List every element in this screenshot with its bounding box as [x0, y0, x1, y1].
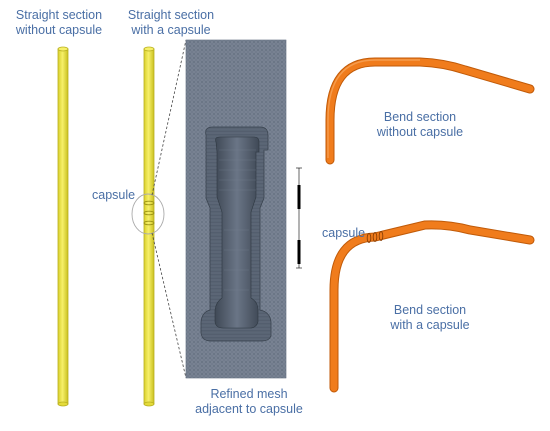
label-line: Bend section: [383, 110, 457, 124]
capsule-rings: [143, 200, 155, 226]
label-capsule-left: capsule: [92, 188, 136, 202]
mesh-panel: [185, 39, 287, 379]
capsule-highlight-circle: [131, 193, 165, 235]
label-line: Refined mesh: [210, 387, 288, 401]
zoom-lines: [151, 39, 187, 379]
label-straight-without-capsule: Straight section without capsule: [4, 8, 114, 38]
label-capsule-right: capsule: [322, 226, 366, 240]
label-refined-mesh: Refined mesh adjacent to capsule: [186, 387, 312, 417]
label-line: without capsule: [376, 125, 464, 139]
label-bend-with-capsule: Bend section with a capsule: [370, 303, 490, 333]
straight-pipe-no-capsule: [57, 46, 69, 407]
label-line: adjacent to capsule: [195, 402, 303, 416]
bend-pipe-no-capsule: [325, 57, 535, 165]
label-line: with a capsule: [131, 23, 211, 37]
label-line: without capsule: [15, 23, 103, 37]
label-line: with a capsule: [390, 318, 470, 332]
label-bend-without-capsule: Bend section without capsule: [360, 110, 480, 140]
bend-pipe-with-capsule: [329, 220, 535, 393]
label-line: Straight section: [15, 8, 103, 22]
bend-capsule-rings: [366, 231, 384, 243]
straight-pipe-with-capsule: [131, 46, 165, 407]
label-line: Straight section: [127, 8, 215, 22]
scale-bar: [296, 167, 302, 269]
label-line: Bend section: [393, 303, 467, 317]
label-straight-with-capsule: Straight section with a capsule: [116, 8, 226, 38]
